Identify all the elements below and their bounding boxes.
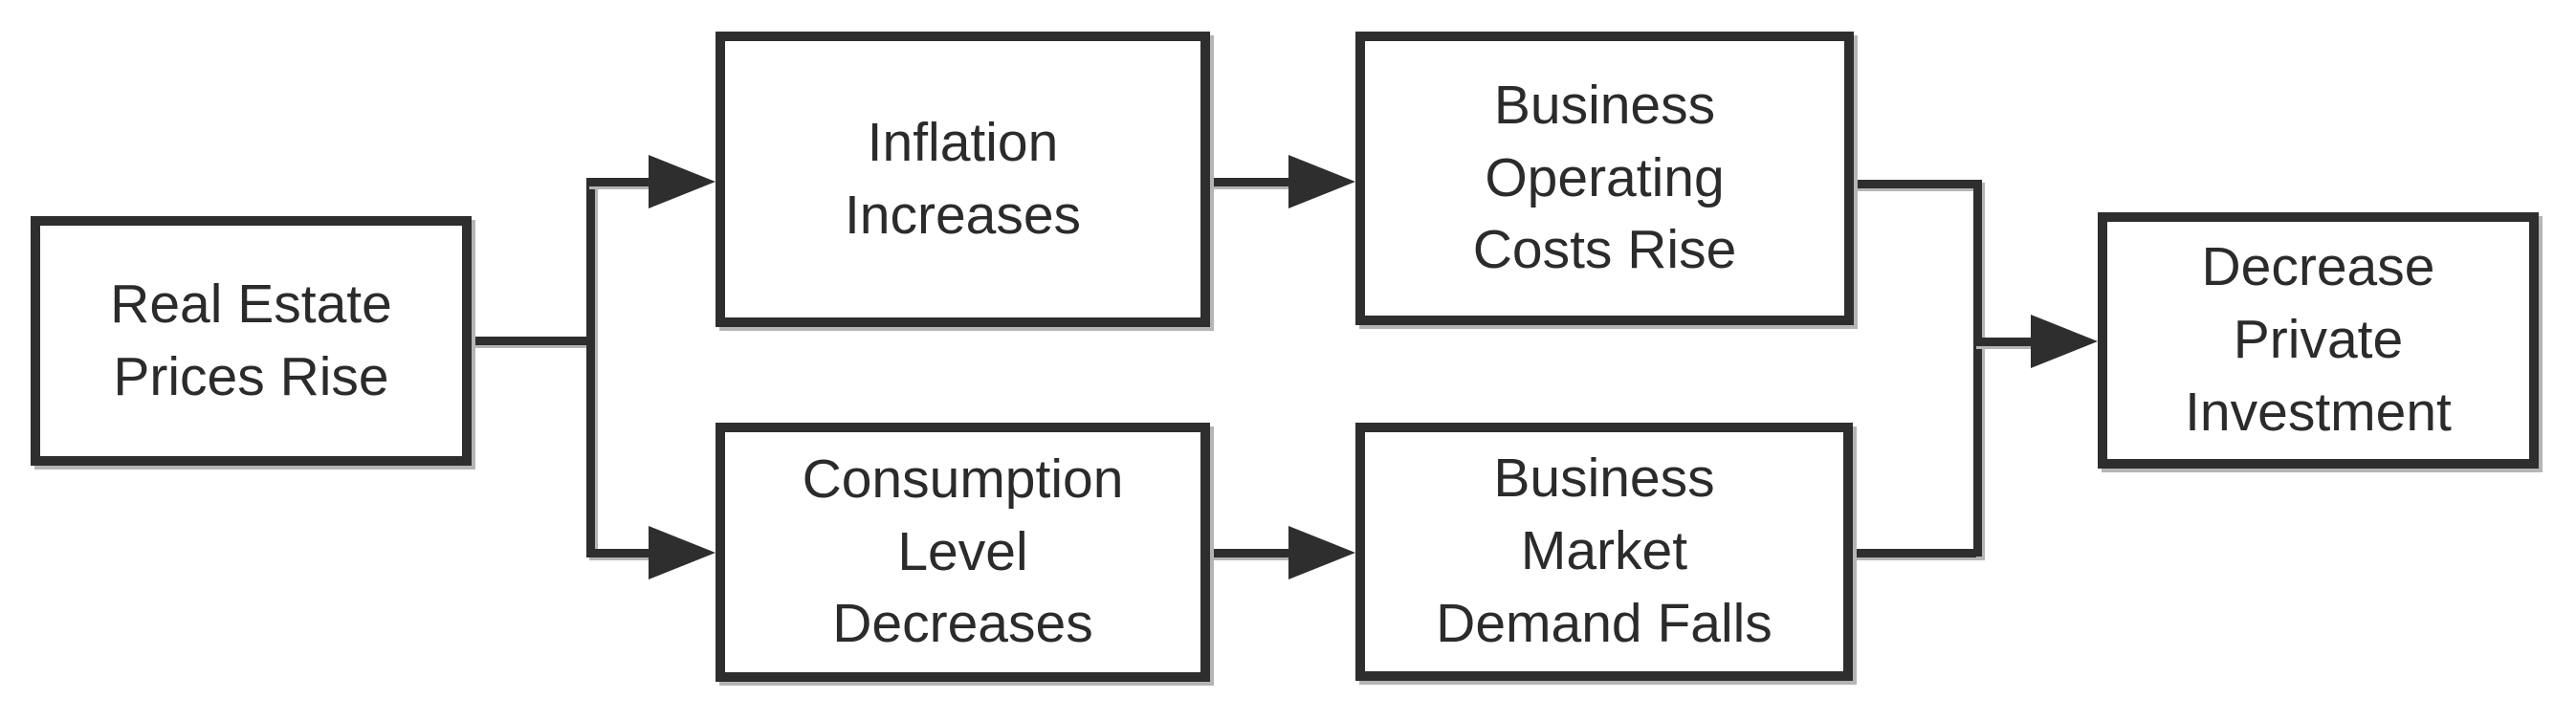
node-decrease-private-investment: Decrease Private Investment [2098, 212, 2539, 469]
edge-merge-trunk-segment [1973, 180, 1982, 557]
edge-real-estate-trunk-segment [472, 337, 595, 345]
edge-branch-trunk-segment [586, 178, 595, 557]
node-inflation-increases: Inflation Increases [716, 32, 1210, 327]
node-real-estate-prices-rise: Real Estate Prices Rise [31, 216, 472, 466]
arrowhead-icon [1288, 155, 1355, 208]
arrowhead-icon [649, 155, 716, 208]
edge-consumption-to-market-segment [1210, 549, 1291, 557]
edge-market-to-merge-segment [1853, 549, 1982, 557]
arrowhead-icon [649, 526, 716, 579]
edge-operating-to-merge-segment [1854, 180, 1982, 188]
edge-to-decrease-segment [1973, 338, 2031, 346]
arrowhead-icon [1288, 526, 1355, 579]
node-business-market-demand-falls: Business Market Demand Falls [1355, 423, 1853, 681]
arrowhead-icon [2031, 315, 2098, 368]
edge-inflation-to-operating-segment [1210, 178, 1291, 186]
node-consumption-level-decreases: Consumption Level Decreases [716, 423, 1210, 682]
edge-to-consumption-segment [586, 549, 652, 557]
node-business-operating-costs-rise: Business Operating Costs Rise [1355, 32, 1854, 325]
edge-to-inflation-segment [586, 178, 652, 186]
